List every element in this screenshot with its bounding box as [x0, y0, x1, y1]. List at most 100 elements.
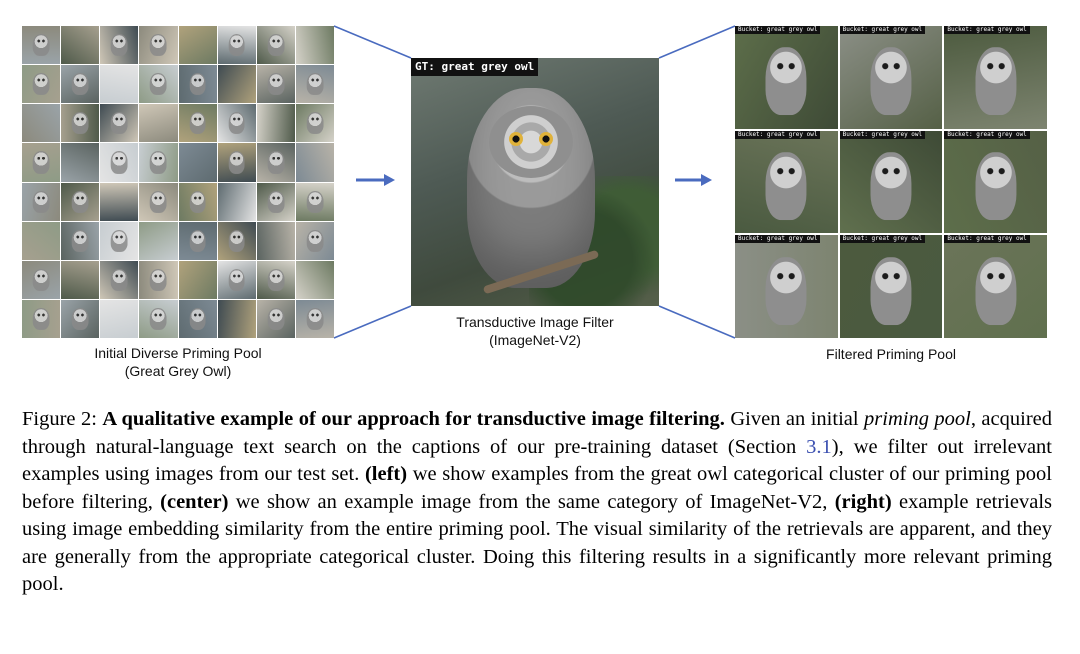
thumbnail-cell	[139, 299, 178, 338]
thumbnail-cell	[217, 299, 256, 338]
thumbnail-cell	[217, 26, 256, 65]
center-panel-caption: Transductive Image Filter (ImageNet-V2)	[385, 313, 685, 349]
thumbnail-cell	[178, 104, 217, 143]
thumbnail-cell	[178, 299, 217, 338]
thumbnail-cell	[256, 26, 295, 65]
retrieved-image: Bucket: great grey owl	[944, 235, 1047, 338]
right-caption: Filtered Priming Pool	[826, 346, 956, 362]
owl-thumbnail	[150, 307, 167, 330]
owl-thumbnail	[150, 151, 167, 174]
caption-text-4: we show examples from the great owl cate…	[22, 463, 1052, 513]
bucket-label: Bucket: great grey owl	[735, 235, 821, 244]
connector-right-bottom	[658, 305, 736, 339]
thumbnail-cell	[256, 104, 295, 143]
thumbnail-cell	[100, 260, 139, 299]
figure-connectors	[333, 25, 736, 339]
owl-retrieval	[765, 256, 807, 325]
caption-text-1: Given an initial	[724, 408, 865, 430]
thumbnail-cell	[256, 182, 295, 221]
left-caption-line2: (Great Grey Owl)	[124, 363, 232, 379]
center-caption-line2: (ImageNet-V2)	[489, 332, 581, 348]
thumbnail-cell	[217, 260, 256, 299]
owl-thumbnail	[110, 268, 128, 291]
thumbnail-cell	[61, 65, 100, 104]
retrieved-image: Bucket: great grey owl	[735, 130, 838, 234]
section-reference-link[interactable]: 3.1	[806, 435, 832, 458]
owl-retrieval	[870, 47, 912, 116]
owl-thumbnail	[267, 307, 285, 330]
figure: GT: great grey owl Bucket: great grey ow…	[22, 25, 1047, 380]
retrieved-image: Bucket: great grey owl	[839, 130, 943, 234]
left-panel-caption: Initial Diverse Priming Pool (Great Grey…	[22, 344, 334, 380]
thumbnail-cell	[100, 299, 139, 338]
thumbnail-cell	[295, 65, 334, 104]
figure-caption: Figure 2: A qualitative example of our a…	[22, 406, 1052, 599]
retrieved-image: Bucket: great grey owl	[944, 26, 1047, 129]
owl-thumbnail	[189, 307, 206, 330]
owl-face	[489, 106, 573, 178]
bucket-label: Bucket: great grey owl	[839, 26, 926, 34]
thumbnail-cell	[22, 299, 61, 338]
thumbnail-cell	[178, 26, 217, 65]
arrow-right-icon	[356, 174, 395, 186]
caption-prefix: Figure 2:	[22, 408, 103, 430]
retrieved-image: Bucket: great grey owl	[839, 235, 943, 338]
bucket-label: Bucket: great grey owl	[944, 130, 1030, 139]
thumbnail-cell	[217, 182, 256, 221]
thumbnail-cell	[100, 65, 139, 104]
caption-text-3: ), we filter out irrelevant examples usi…	[22, 435, 1052, 486]
owl-thumbnail	[306, 307, 324, 330]
owl-thumbnail	[32, 190, 50, 213]
owl-thumbnail	[267, 73, 285, 96]
owl-thumbnail	[306, 112, 324, 135]
thumbnail-cell	[217, 65, 256, 104]
thumbnail-cell	[256, 65, 295, 104]
caption-text-2: , acquired through natural-language text…	[22, 408, 1052, 458]
thumbnail-cell	[295, 260, 334, 299]
owl-retrieval	[765, 47, 807, 116]
owl-thumbnail	[267, 190, 285, 213]
thumbnail-cell	[178, 182, 217, 221]
thumbnail-cell	[61, 221, 100, 260]
owl-thumbnail	[110, 112, 128, 135]
thumbnail-cell	[178, 143, 217, 182]
thumbnail-cell	[139, 143, 178, 182]
owl-thumbnail	[71, 190, 89, 213]
thumbnail-cell	[139, 65, 178, 104]
thumbnail-cell	[295, 143, 334, 182]
thumbnail-cell	[100, 104, 139, 143]
connector-left-bottom	[333, 305, 412, 339]
bucket-label: Bucket: great grey owl	[944, 26, 1030, 34]
owl-thumbnail	[150, 73, 167, 96]
thumbnail-cell	[139, 260, 178, 299]
owl-thumbnail	[150, 190, 167, 213]
owl-thumbnail	[228, 112, 246, 135]
owl-thumbnail	[71, 307, 89, 330]
thumbnail-cell	[295, 299, 334, 338]
thumbnail-cell	[178, 65, 217, 104]
thumbnail-cell	[217, 143, 256, 182]
owl-thumbnail	[71, 73, 89, 96]
retrieved-image: Bucket: great grey owl	[944, 130, 1047, 234]
caption-right-label: (right)	[834, 490, 892, 513]
imagenet-v2-example-image: GT: great grey owl	[411, 58, 659, 306]
owl-thumbnail	[71, 112, 89, 135]
thumbnail-cell	[100, 182, 139, 221]
thumbnail-cell	[22, 104, 61, 143]
owl-thumbnail	[228, 151, 246, 174]
bucket-label: Bucket: great grey owl	[735, 130, 821, 139]
thumbnail-cell	[61, 299, 100, 338]
thumbnail-cell	[22, 26, 61, 65]
thumbnail-cell	[295, 182, 334, 221]
thumbnail-cell	[139, 104, 178, 143]
owl-retrieval	[975, 256, 1017, 325]
owl-thumbnail	[306, 190, 324, 213]
owl-thumbnail	[189, 73, 206, 96]
thumbnail-cell	[61, 260, 100, 299]
owl-thumbnail	[189, 229, 206, 252]
thumbnail-cell	[178, 260, 217, 299]
thumbnail-cell	[217, 221, 256, 260]
retrieved-image: Bucket: great grey owl	[735, 235, 838, 338]
owl-thumbnail	[267, 268, 285, 291]
left-caption-line1: Initial Diverse Priming Pool	[94, 345, 262, 361]
